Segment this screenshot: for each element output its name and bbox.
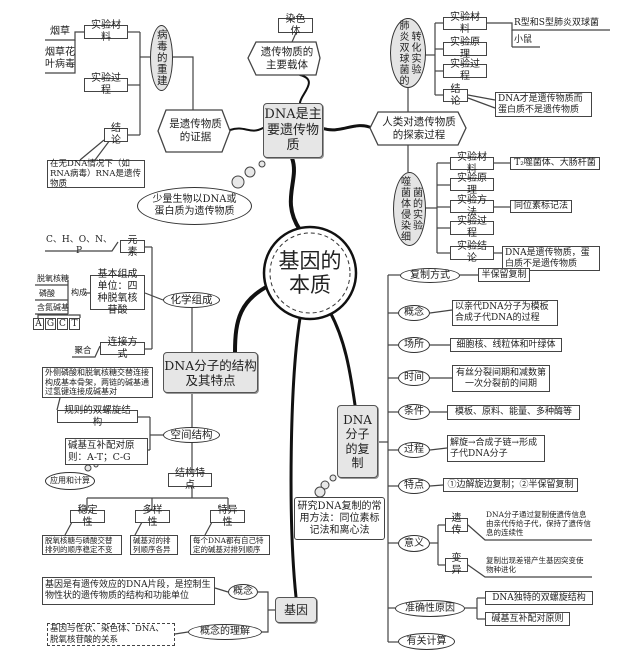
phage-item: 实验材料 bbox=[450, 152, 494, 175]
virus-material-tmv: 烟草花叶病毒 bbox=[45, 47, 75, 70]
base-g: G bbox=[45, 318, 56, 330]
pneumococcus-experiment-node: 肺炎双球菌的转化实验 bbox=[390, 18, 426, 88]
chemical-composition-node: 化学组成 bbox=[163, 292, 220, 308]
double-helix-box: 规则的双螺旋结构 bbox=[57, 405, 138, 428]
link-mode-box: 连接方式 bbox=[100, 337, 145, 360]
feature-desc: 碱基对的排列顺序各异 bbox=[130, 535, 178, 555]
phage-item: 实验结论 bbox=[450, 241, 494, 264]
elements-box: 元素 bbox=[120, 235, 145, 258]
part-deoxyribose: 脱氧核糖 bbox=[37, 274, 69, 284]
pneumo-conclusion-text: DNA才是遗传物质而蛋白质不是遗传物质 bbox=[495, 92, 592, 117]
elements-text: C、H、O、N、P bbox=[46, 234, 112, 256]
replication-desc: 细胞核、线粒体和叶绿体 bbox=[450, 338, 562, 352]
base-c: C bbox=[57, 318, 68, 330]
dna-structure-node: DNA分子的结构及其特点 bbox=[163, 352, 258, 393]
phage-experiment-node: 噬菌体侵染细菌的实验 bbox=[393, 172, 426, 246]
base-t: T bbox=[69, 318, 80, 330]
phage-material-text: T₂噬菌体、大肠杆菌 bbox=[510, 157, 600, 170]
central-topic: 基因的本质 bbox=[278, 248, 342, 297]
replication-topic: 概念 bbox=[398, 305, 430, 321]
phage-method-text: 同位素标记法 bbox=[510, 200, 572, 213]
replication-desc: 解旋→合成子链→形成子代DNA分子 bbox=[447, 435, 545, 462]
base-pairing-box: 碱基互补配对原则：A-T；C-G bbox=[65, 438, 148, 465]
virus-reconstruction-node: 病毒的重建 bbox=[150, 25, 173, 91]
compose-label: 构成 bbox=[71, 288, 87, 298]
base-a: A bbox=[33, 318, 44, 330]
pneumo-item: 结论 bbox=[443, 84, 468, 107]
application-calc-bubble: 应用和计算 bbox=[45, 472, 95, 490]
minor-organisms-bubble: 少量生物以DNA或蛋白质为遗传物质 bbox=[137, 187, 252, 225]
pneumo-item: 实验材料 bbox=[443, 12, 487, 35]
gene-understanding-text: 基因与性状、染色体、DNA、脱氧核苷酸的关系 bbox=[47, 623, 175, 646]
heredity-text: DNA分子通过复制使遗传信息由亲代传给子代，保持了遗传信息的连续性 bbox=[486, 509, 591, 537]
phage-conclusion-text: DNA是遗传物质，蛋白质不是遗传物质 bbox=[502, 246, 600, 271]
replication-desc: ①边解旋边复制；②半保留复制 bbox=[443, 478, 578, 492]
gene-concept-node: 概念 bbox=[228, 584, 258, 600]
replication-topic: 条件 bbox=[398, 404, 430, 420]
replication-desc: 模板、原料、能量、多种酶等 bbox=[447, 405, 580, 420]
feature-label: 特异性 bbox=[210, 505, 245, 528]
evidence-node: 是遗传物质的证据 bbox=[169, 118, 222, 143]
replication-desc: 半保留复制 bbox=[478, 268, 530, 282]
virus-material-tobacco: 烟草 bbox=[50, 26, 70, 37]
variation-text: 复制出现差错产生基因突变使物种进化 bbox=[486, 555, 584, 574]
replication-method-box: 研究DNA复制的常用方法：同位素标记法和离心法 bbox=[294, 497, 385, 540]
replication-topic: 过程 bbox=[398, 442, 430, 458]
spatial-structure-node: 空间结构 bbox=[163, 427, 220, 443]
replication-topic: 场所 bbox=[398, 337, 430, 353]
structural-features-box: 结构特点 bbox=[168, 468, 212, 491]
replication-topic: 复制方式 bbox=[400, 268, 460, 283]
replication-meaning-node: 意义 bbox=[398, 535, 430, 552]
virus-material-box: 实验材料 bbox=[84, 20, 128, 43]
replication-desc: 以亲代DNA分子为模板合成子代DNA的过程 bbox=[452, 300, 558, 326]
pneumo-material-mice: 小鼠 bbox=[514, 35, 533, 46]
dna-main-genetic-material-node: DNA是主要遗传物质 bbox=[263, 103, 323, 158]
virus-conclusion-box: 结论 bbox=[104, 123, 128, 146]
pneumo-item: 实验过程 bbox=[443, 59, 487, 82]
replication-desc: 有丝分裂间期和减数第一次分裂前的间期 bbox=[452, 365, 550, 392]
phage-item: 实验方法 bbox=[450, 195, 494, 218]
feature-desc: 每个DNA都有自己特定的碱基对排列顺序 bbox=[190, 535, 270, 555]
pneumo-material-strains: R型和S型肺炎双球菌 bbox=[514, 18, 599, 29]
basic-unit-box: 基本组成单位：四种脱氧核苷酸 bbox=[90, 269, 145, 316]
dna-replication-node: DNA分子的复制 bbox=[337, 405, 378, 478]
feature-label: 多样性 bbox=[135, 505, 170, 528]
polymerize-label: 聚合 bbox=[74, 345, 92, 356]
accuracy-reason: 碱基互补配对原则 bbox=[485, 612, 570, 626]
pneumo-item: 实验原理 bbox=[443, 37, 487, 60]
feature-desc: 脱氧核糖与磷酸交替排列的顺序稳定不变 bbox=[42, 535, 122, 555]
gene-understanding-node: 概念的理解 bbox=[188, 624, 262, 640]
replication-topic: 特点 bbox=[398, 478, 430, 494]
accuracy-node: 准确性原因 bbox=[395, 600, 465, 617]
replication-calc-node: 有关计算 bbox=[398, 633, 455, 650]
exploration-node: 人类对遗传物质的探索过程 bbox=[382, 116, 456, 141]
backbone-text: 外侧磷酸和脱氧核糖交替连接构成基本骨架，两链的碱基通过氢键连接成碱基对 bbox=[42, 367, 153, 398]
part-base: 含氮碱基 bbox=[37, 303, 69, 313]
replication-topic: 时间 bbox=[398, 370, 430, 386]
gene-concept-text: 基因是有遗传效应的DNA片段，是控制生物性状的遗传物质的结构和功能单位 bbox=[42, 577, 215, 605]
part-phosphate: 磷酸 bbox=[39, 289, 55, 299]
phage-item: 实验原理 bbox=[450, 173, 494, 196]
main-carrier-node: 遗传物质的主要载体 bbox=[260, 46, 314, 71]
feature-label: 稳定性 bbox=[70, 505, 105, 528]
gene-node: 基因 bbox=[275, 597, 317, 623]
virus-conclusion-text: 在无DNA情况下（如RNA病毒）RNA是遗传物质 bbox=[47, 159, 145, 189]
virus-process-box: 实验过程 bbox=[84, 73, 128, 96]
heredity-box: 遗传 bbox=[445, 513, 468, 536]
chromosome-label: 染色体 bbox=[278, 14, 313, 37]
variation-box: 变异 bbox=[445, 553, 468, 576]
phage-item: 实验过程 bbox=[450, 216, 494, 239]
accuracy-reason: DNA独特的双螺旋结构 bbox=[485, 591, 593, 605]
